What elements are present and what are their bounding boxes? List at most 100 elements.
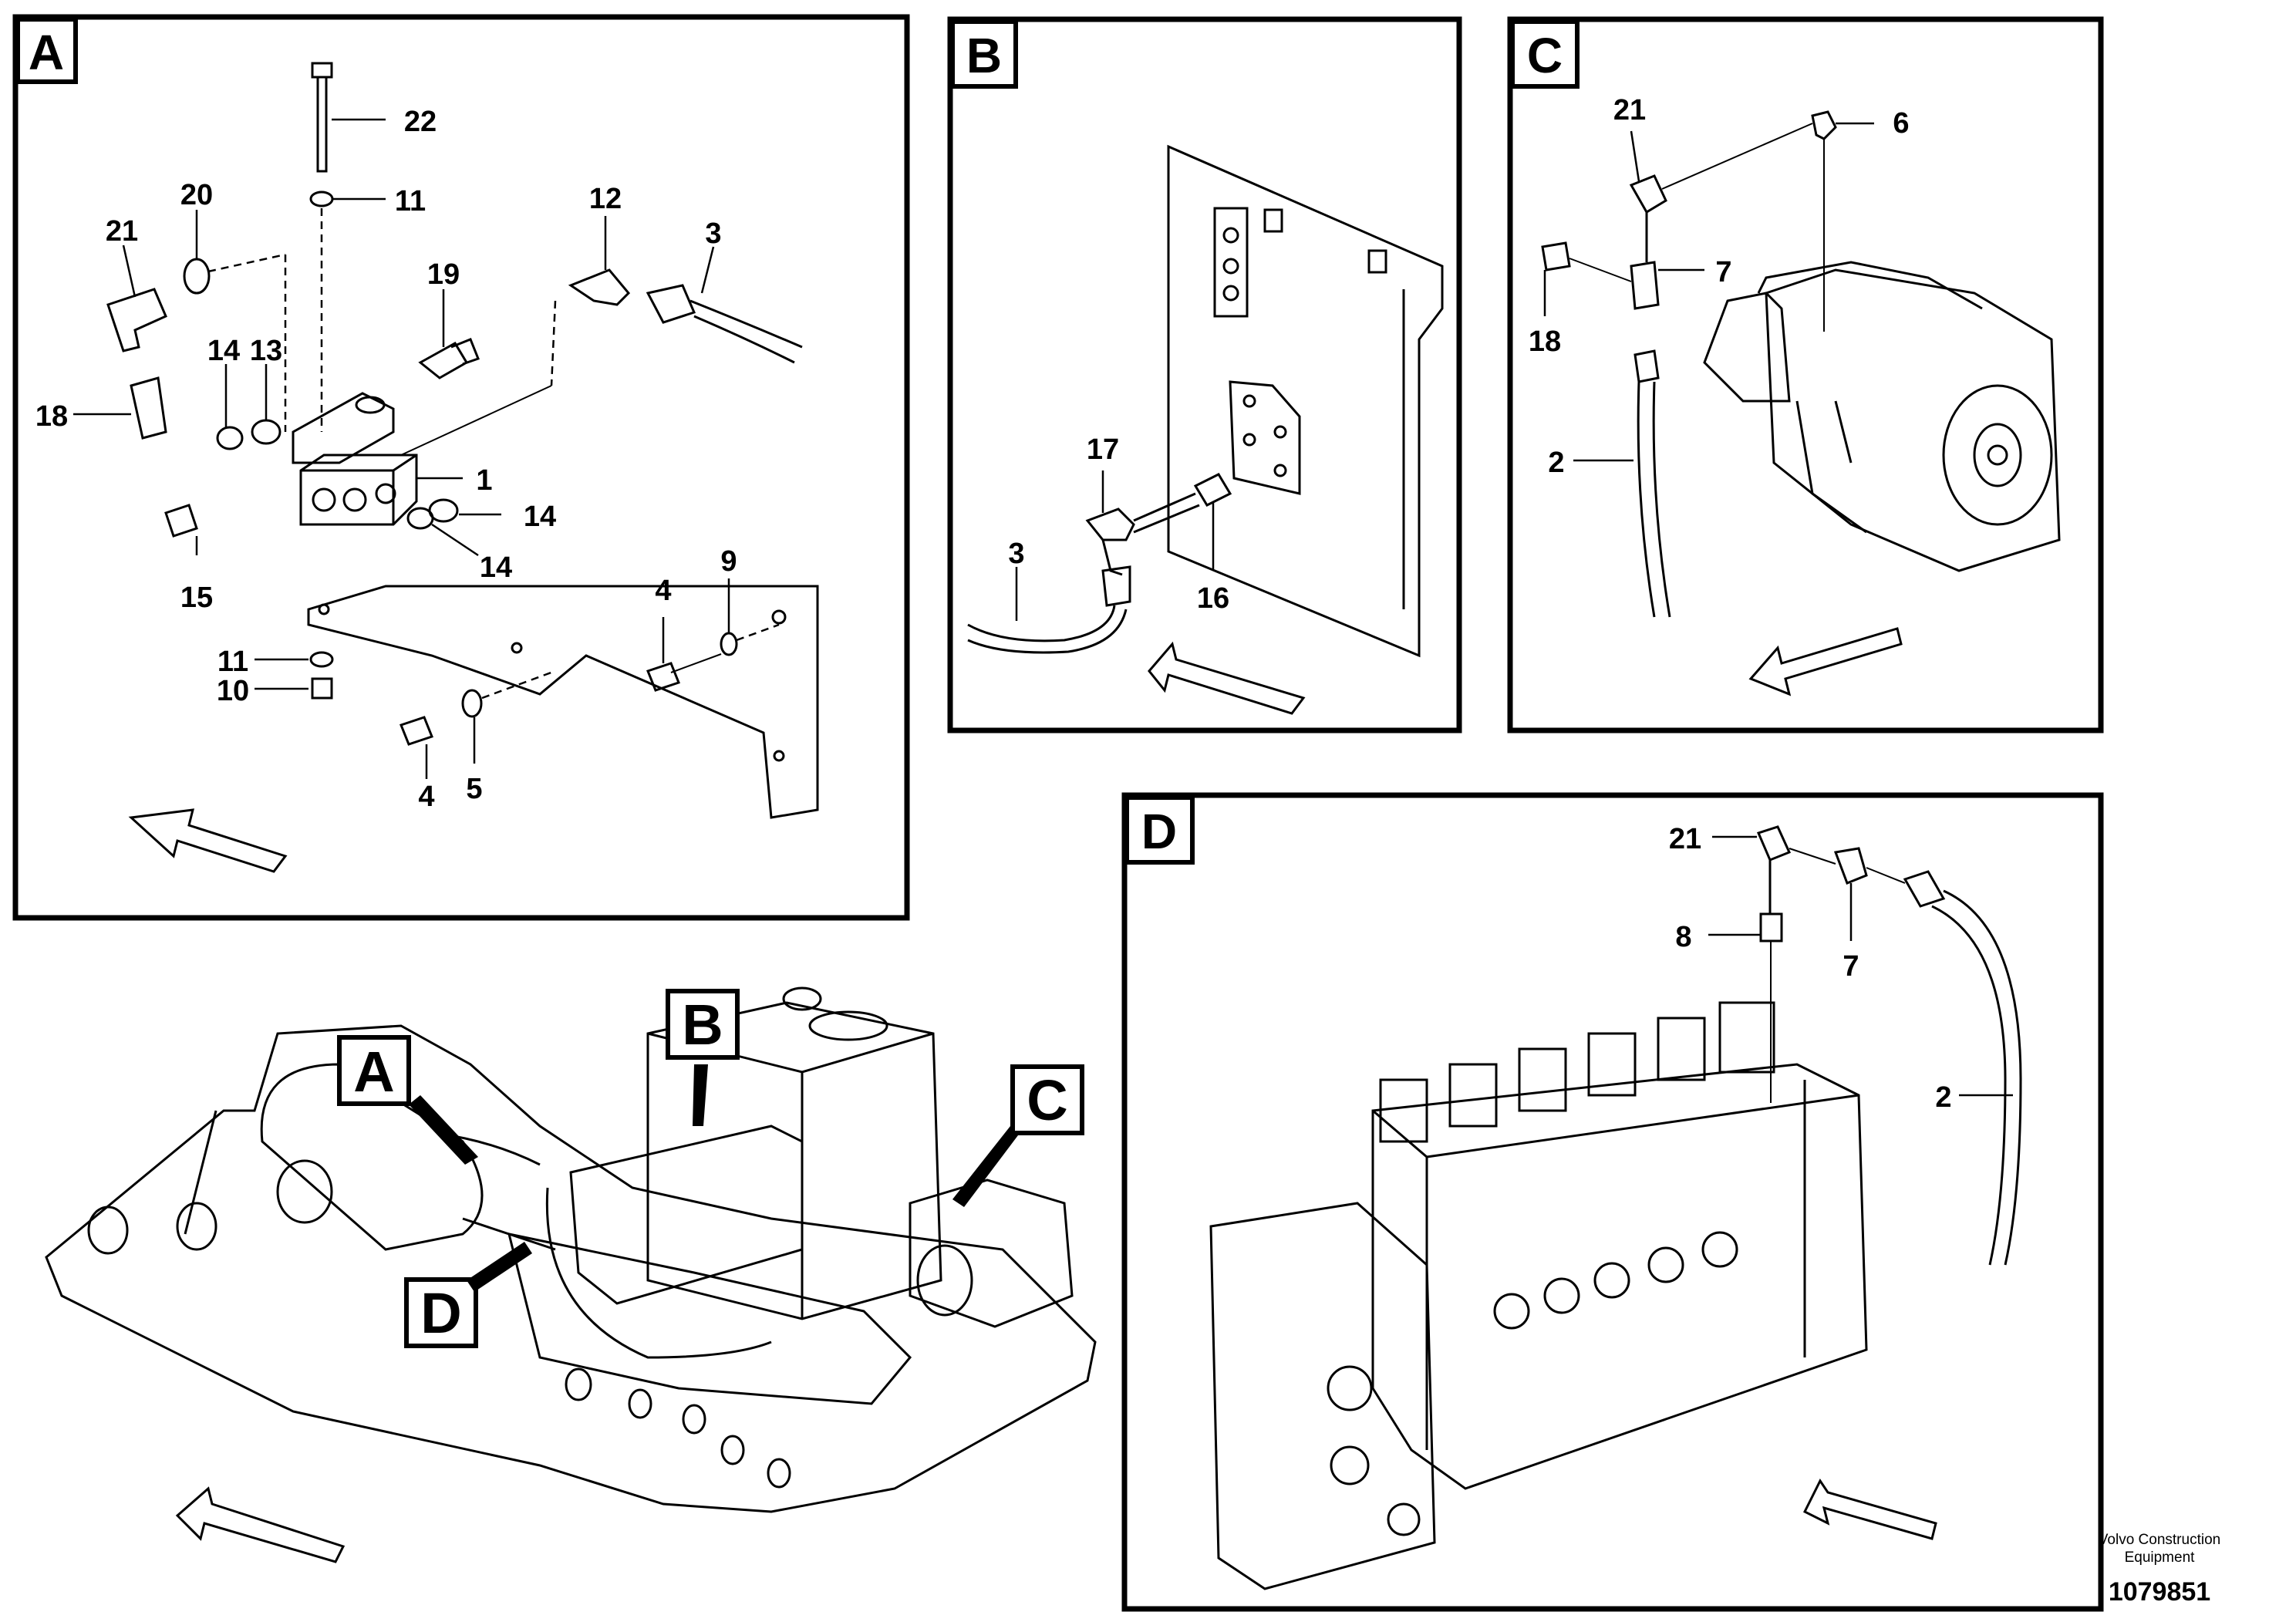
plug-14c [406,507,434,530]
upper-bracket [292,392,395,464]
frame-boom-mount [184,1063,484,1251]
panel-b-letter: B [966,28,1002,83]
hose-2-d [1931,889,2022,1266]
panel-d-direction-arrow [1802,1479,1937,1540]
overview-pointer-b [693,1064,708,1126]
overview-label-b-box [666,989,740,1060]
overview-direction-arrow [175,1486,346,1563]
elbow-21 [106,288,167,352]
callout-15: 15 [180,582,213,614]
tee-17-pipe [1133,492,1200,534]
washer-11-bottom [309,651,334,668]
callout-5: 5 [466,773,482,805]
pump-valves-c [1757,261,1983,310]
bolt-4-lower [400,716,433,746]
panel-d-letter: D [1141,804,1177,859]
callout-16: 16 [1197,582,1229,615]
callout-2-c: 2 [1548,447,1564,479]
panel-b: B 17 3 16 [947,16,1462,733]
hose-3 [689,299,803,364]
overview-pointer-c [952,1126,1018,1207]
callout-9: 9 [720,545,737,578]
panel-c-frame [1507,16,2104,733]
panel-b-frame [947,16,1462,733]
callout-1: 1 [476,464,492,497]
washer-11-top [309,191,334,207]
lower-bracket [307,585,819,819]
overview-label-c: C [1027,1068,1067,1132]
callout-3-a: 3 [705,218,721,250]
hose-end-d [1903,870,1946,908]
company-name-line2: Equipment [2125,1549,2196,1566]
panel-b-slot-block [1213,207,1249,318]
elbow-6 [1811,110,1837,140]
callout-21: 21 [106,215,138,248]
panel-c-direction-arrow [1748,627,1903,696]
callout-18-a: 18 [35,400,68,433]
callout-14-b: 14 [524,501,556,533]
callout-6: 6 [1893,107,1909,140]
overview-pointer-a [409,1095,478,1165]
callout-11-top: 11 [395,185,426,218]
panel-b-plate [1167,144,1444,658]
panel-b-letter-box [950,19,1018,89]
tee-7-d [1833,847,1868,885]
valve-cap-2 [1448,1063,1498,1128]
hose-end-3 [646,284,696,324]
plug-15 [164,504,198,538]
machine-frame [45,1024,1097,1513]
panel-d: D 21 8 7 2 [1121,792,2104,1612]
frame-rail [507,1233,912,1405]
elbow-21-d [1756,825,1792,862]
footer: Volvo Construction Equipment 1079851 [2099,1532,2220,1607]
pump-flange-c [1942,384,2053,526]
overview-hose [545,1187,772,1359]
plug-19 [418,338,480,379]
overview-label-c-box [1010,1064,1084,1135]
callout-4-b: 4 [418,781,434,813]
hose-end-b [1101,565,1131,607]
valve-cap-1 [1379,1078,1428,1143]
plug-14a [216,426,244,450]
callout-12: 12 [589,183,622,215]
panel-a-letter: A [29,25,64,80]
valve-cap-5 [1657,1017,1706,1081]
panel-c: C 21 6 7 18 2 [1507,16,2104,733]
bolt-22-drawing [311,62,333,173]
panel-b-direction-arrow [1148,641,1306,715]
panel-a-letter-box [15,17,78,84]
panel-c-letter-box [1510,19,1580,89]
overview-label-a: A [353,1040,394,1104]
callout-19: 19 [427,258,460,291]
washer-5 [461,689,483,718]
callout-7-c: 7 [1715,256,1731,288]
elbow-12 [568,268,631,306]
callout-14-a: 14 [207,335,240,367]
tee-17 [1085,508,1135,541]
hose-end-c [1633,349,1660,383]
overview-label-d: D [420,1281,461,1345]
callout-21-d: 21 [1669,823,1701,855]
panel-b-mount-plate [1229,380,1301,495]
valve-block-d [1371,1063,1868,1490]
fitting-18 [130,376,167,440]
callout-18-c: 18 [1529,325,1561,358]
overview-control-valve [569,1125,804,1305]
callout-4-a: 4 [655,575,671,607]
callout-21-c: 21 [1613,94,1646,126]
adapter-16 [1193,473,1232,507]
tee-7-c [1630,261,1660,310]
valve-cap-6 [1718,1001,1775,1074]
fitting-18-c [1541,241,1571,271]
panel-d-frame [1121,792,2104,1612]
elbow-21-c [1629,174,1667,214]
callout-2-d: 2 [1935,1081,1951,1114]
bolt-4-upper [646,662,680,692]
nut-10 [311,677,333,700]
overview-pump [909,1179,1074,1328]
panel-c-letter: C [1527,28,1563,83]
callout-14-c: 14 [480,551,512,584]
overview-label-b: B [682,993,723,1057]
callout-10: 10 [217,675,249,707]
